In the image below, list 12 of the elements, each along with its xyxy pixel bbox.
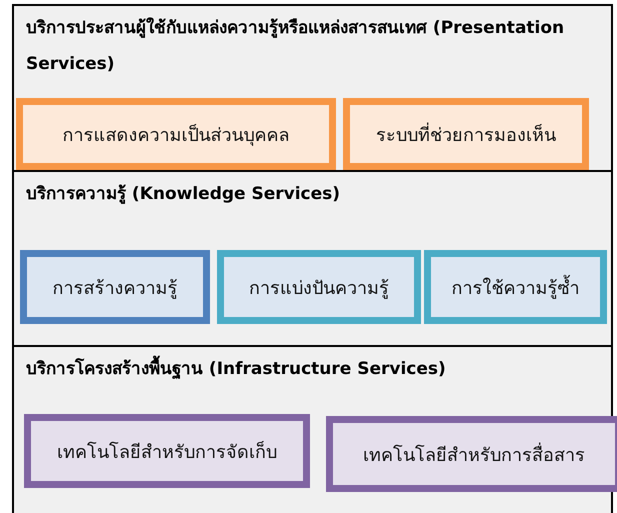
layer-heading: บริการประสานผู้ใช้กับแหล่งความรู้หรือแหล่งสารสนเทศ (Presentation Services): [26, 16, 566, 76]
layer-heading: บริการโครงสร้างพื้นฐาน (Infrastructure Services): [26, 351, 586, 387]
layer-panel: [12, 4, 613, 172]
process-box: ระบบที่ช่วยการมองเห็น: [343, 98, 589, 170]
process-box: การแสดงความเป็นส่วนบุคคล: [16, 98, 336, 170]
process-box: เทคโนโลยีสำหรับการจัดเก็บ: [24, 414, 310, 488]
layer-panel: [12, 170, 613, 347]
process-box: การใช้ความรู้ซ้ำ: [424, 250, 607, 324]
process-box: เทคโนโลยีสำหรับการสื่อสาร: [326, 416, 617, 492]
process-box: การแบ่งปันความรู้: [217, 250, 421, 324]
layer-heading: บริการความรู้ (Knowledge Services): [26, 183, 342, 206]
process-box: การสร้างความรู้: [20, 250, 210, 324]
